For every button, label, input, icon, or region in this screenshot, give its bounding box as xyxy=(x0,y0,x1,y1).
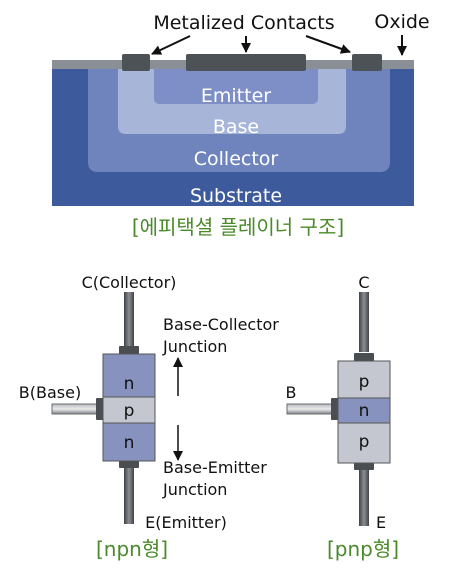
npn-layer-2-letter: p xyxy=(124,401,135,421)
npn-base-label: B(Base) xyxy=(19,383,81,402)
pnp-collector-cap xyxy=(354,353,374,361)
pnp-layer-top-p xyxy=(337,360,391,399)
collector-label: Collector xyxy=(194,148,279,170)
pnp-layer-3-letter: p xyxy=(359,432,370,452)
npn-layer-top-n xyxy=(102,353,156,398)
npn-collector-label: C(Collector) xyxy=(82,273,177,292)
cross-section-caption: [에피택셜 플레이너 구조] xyxy=(132,215,344,239)
oxide-label: Oxide xyxy=(374,11,429,33)
base-label: Base xyxy=(213,116,259,138)
substrate-label: Substrate xyxy=(190,185,282,207)
be-junction-label-line1: Base-Emitter xyxy=(163,458,267,477)
pnp-emitter-lead xyxy=(359,468,369,526)
pnp-base-label: B xyxy=(286,383,297,402)
emitter-contact xyxy=(186,54,306,71)
pnp-layer-middle-n xyxy=(337,397,391,424)
bc-junction-label-line1: Base-Collector xyxy=(163,315,279,334)
pnp-emitter-label: E xyxy=(376,513,386,532)
npn-layer-bottom-n xyxy=(102,422,156,462)
arrow-left-contact xyxy=(151,35,191,55)
emitter-label: Emitter xyxy=(201,85,271,107)
pnp-layer-bottom-p xyxy=(337,422,391,464)
base-contact-right xyxy=(352,54,382,71)
pnp-collector-label: C xyxy=(358,273,369,292)
pnp-caption: [pnp형] xyxy=(327,537,399,561)
base-contact-left xyxy=(122,54,150,71)
arrow-right-contact xyxy=(305,35,351,54)
be-junction-label-line2: Junction xyxy=(162,480,227,499)
pnp-emitter-cap xyxy=(354,462,374,470)
pnp-layer-1-letter: p xyxy=(359,372,370,392)
emitter-region xyxy=(154,68,318,104)
npn-base-lead xyxy=(51,403,101,415)
pnp-transistor: p n p C B E [pnp형] xyxy=(286,273,400,561)
metalized-contacts-label: Metalized Contacts xyxy=(153,12,334,34)
npn-transistor: n p n C(Collector) B(Base) E(Emitter) Ba… xyxy=(19,273,280,561)
npn-emitter-cap xyxy=(119,460,139,468)
bc-junction-label-line2: Junction xyxy=(162,337,227,356)
npn-collector-cap xyxy=(119,346,139,354)
npn-caption: [npn형] xyxy=(96,537,168,561)
npn-layer-middle-p xyxy=(102,396,156,424)
pnp-collector-lead xyxy=(359,292,369,352)
pnp-layer-2-letter: n xyxy=(359,401,370,421)
pnp-base-lead xyxy=(286,403,336,415)
npn-emitter-label: E(Emitter) xyxy=(145,513,227,532)
npn-collector-lead xyxy=(124,292,134,352)
cross-section: Emitter Base Collector Substrate Metaliz… xyxy=(52,11,430,239)
npn-layer-1-letter: n xyxy=(124,374,135,394)
npn-emitter-lead xyxy=(124,466,134,524)
npn-layer-3-letter: n xyxy=(124,433,135,453)
